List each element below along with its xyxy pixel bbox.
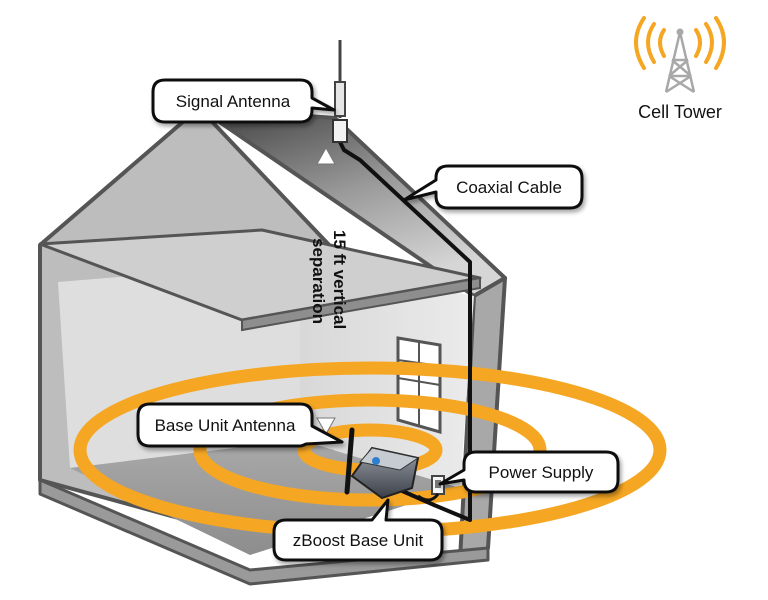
signal-waves-icon (634, 16, 726, 70)
separation-label-line2: separation (309, 238, 328, 324)
tower-lattice-icon (664, 28, 696, 94)
callout-zboost-base-unit (272, 498, 444, 562)
zboost-base-unit-label: zBoost Base Unit (293, 531, 424, 550)
cell-tower-label: Cell Tower (638, 102, 722, 122)
attic-floor-edge (241, 276, 481, 332)
signal-antenna-label: Signal Antenna (176, 92, 291, 111)
callout-power-supply (438, 450, 620, 494)
zboost-base-unit-icon (344, 427, 420, 500)
callout-base-unit-antenna (136, 402, 344, 448)
coaxial-cable (337, 139, 472, 522)
base-unit-antenna-label: Base Unit Antenna (155, 416, 296, 435)
power-supply-icon (417, 475, 445, 502)
cell-tower-icon: Cell Tower (634, 16, 726, 122)
callout-coaxial-cable (402, 164, 584, 210)
signal-antenna-icon (332, 40, 348, 143)
separation-arrow: 15 ft vertical separation (309, 146, 349, 436)
callout-signal-antenna (151, 78, 336, 124)
house-base (38, 478, 490, 586)
coaxial-cable-label: Coaxial Cable (456, 178, 562, 197)
separation-label-line1: 15 ft vertical (330, 230, 349, 329)
house-window (396, 336, 442, 434)
power-supply-label: Power Supply (489, 463, 594, 482)
